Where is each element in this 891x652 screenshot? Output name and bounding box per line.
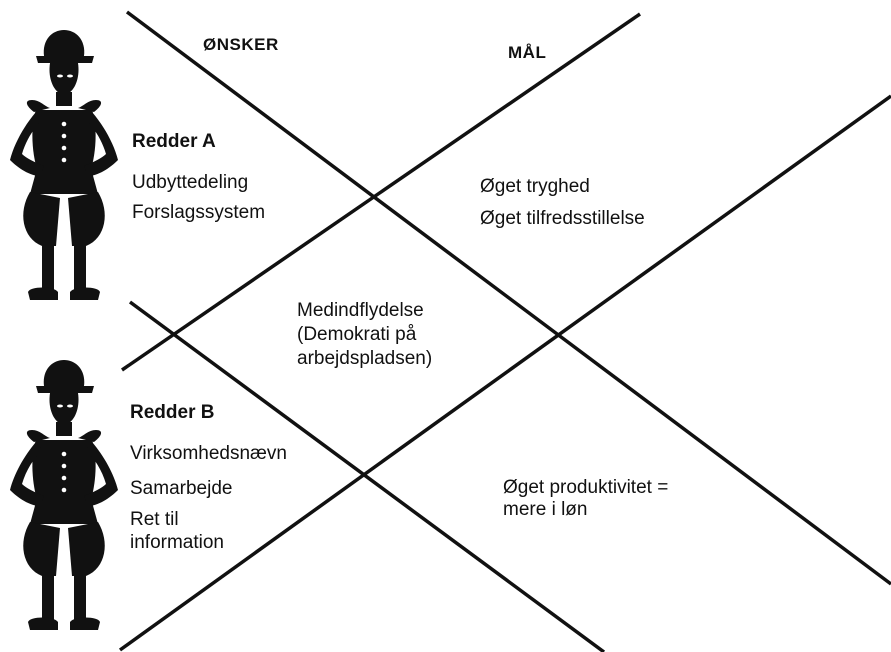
rescuer-a-goal: Øget tryghed	[480, 176, 590, 197]
rescuer-b-goal: mere i løn	[503, 499, 588, 520]
rescuer-b-wish: information	[130, 532, 224, 553]
shared-line: Medindflydelse	[297, 300, 424, 321]
rescuer-b-wish: Virksomhedsnævn	[130, 443, 288, 464]
rescuer-a-goal: Øget tilfredsstillelse	[480, 208, 645, 229]
shared-line: arbejdspladsen)	[297, 348, 433, 369]
guard-figure-b-icon	[10, 360, 118, 630]
header-goals: MÅL	[508, 43, 547, 62]
rescuer-b-wish: Ret til	[130, 509, 179, 530]
rescuer-a-name: Redder A	[132, 131, 216, 152]
shared-line: (Demokrati på	[297, 324, 417, 345]
rescuer-a-wish: Udbyttedeling	[132, 172, 249, 193]
diagonal-line-3	[128, 300, 606, 652]
rescuer-b-wish: Samarbejde	[130, 478, 233, 499]
guard-figure-a-icon	[10, 30, 118, 300]
diagonal-line-4	[118, 94, 891, 652]
rescuer-b-name: Redder B	[130, 402, 215, 423]
diagonal-line-2	[121, 12, 641, 372]
rescuer-a-wish: Forslagssystem	[132, 202, 266, 223]
diagonal-line-1	[125, 10, 891, 586]
header-wishes: ØNSKER	[203, 35, 279, 54]
rescuer-b-goal: Øget produktivitet =	[503, 477, 669, 498]
